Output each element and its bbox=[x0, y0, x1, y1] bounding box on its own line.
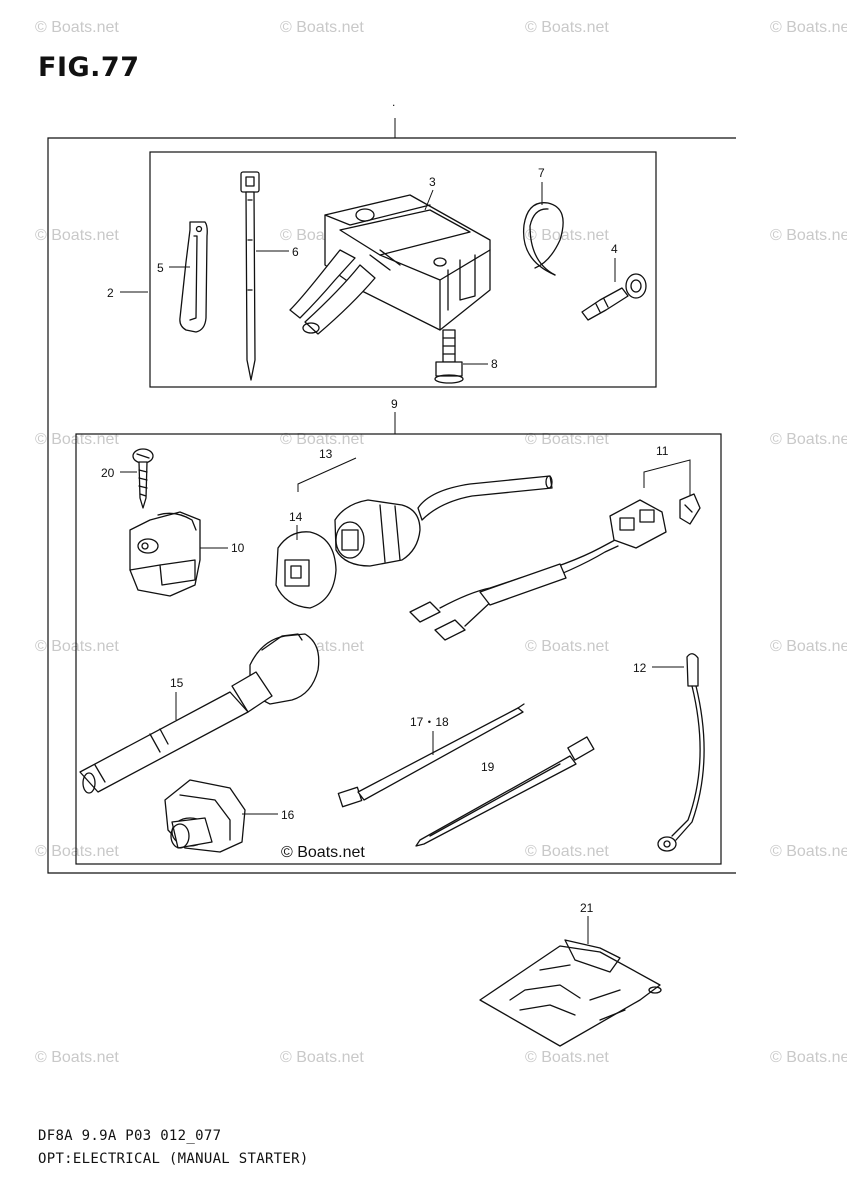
watermark: © Boats.net bbox=[280, 19, 364, 36]
part-label-14: 14 bbox=[289, 510, 303, 524]
watermark: © Boats.net bbox=[770, 638, 847, 655]
cable-tie-part-6 bbox=[240, 171, 260, 381]
cable-tie-part-17-18 bbox=[337, 703, 525, 808]
watermark: © Boats.net bbox=[35, 1049, 119, 1066]
part-label-2: 2 bbox=[107, 286, 114, 300]
watermark: © Boats.net bbox=[35, 638, 119, 655]
watermark-group: © Boats.net © Boats.net © Boats.net © Bo… bbox=[35, 19, 847, 1066]
watermark: © Boats.net bbox=[525, 1049, 609, 1066]
watermark: © Boats.net bbox=[525, 227, 609, 244]
watermark: © Boats.net bbox=[770, 227, 847, 244]
harness-part-11 bbox=[409, 493, 701, 641]
connector-part-14 bbox=[275, 531, 337, 609]
bag-part-21 bbox=[479, 939, 662, 1047]
watermark: © Boats.net bbox=[35, 431, 119, 448]
part-label-5: 5 bbox=[157, 261, 164, 275]
part-label-9: 9 bbox=[391, 397, 398, 411]
watermark: © Boats.net bbox=[770, 843, 847, 860]
part-label-4: 4 bbox=[611, 242, 618, 256]
terminal-part-4 bbox=[581, 273, 647, 321]
part-label-15: 15 bbox=[170, 676, 184, 690]
subassembly-box-upper bbox=[149, 151, 657, 388]
part-label-7: 7 bbox=[538, 166, 545, 180]
cable-tie-part-19 bbox=[415, 736, 595, 847]
figure-title: FIG.77 bbox=[38, 52, 140, 83]
leader-line bbox=[643, 459, 691, 496]
part-label-16: 16 bbox=[281, 808, 295, 822]
copyright-mark: © Boats.net bbox=[281, 844, 365, 861]
part-label-12: 12 bbox=[633, 661, 647, 675]
part-label-11: 11 bbox=[656, 444, 669, 458]
connector-part-13 bbox=[334, 475, 553, 567]
assembly-marker: . bbox=[392, 95, 395, 109]
watermark: © Boats.net bbox=[525, 19, 609, 36]
grommet-part-16 bbox=[164, 779, 246, 853]
leader-line bbox=[424, 189, 434, 211]
watermark: © Boats.net bbox=[35, 227, 119, 244]
watermark: © Boats.net bbox=[770, 431, 847, 448]
screw-part-20 bbox=[132, 448, 154, 509]
watermark: © Boats.net bbox=[35, 843, 119, 860]
footer-diagram-title: OPT:ELECTRICAL (MANUAL STARTER) bbox=[38, 1151, 309, 1167]
watermark: © Boats.net bbox=[280, 1049, 364, 1066]
watermark: © Boats.net bbox=[525, 638, 609, 655]
watermark: © Boats.net bbox=[280, 431, 364, 448]
bolt-part-8 bbox=[434, 329, 464, 384]
watermark: © Boats.net bbox=[525, 431, 609, 448]
clip-part-5 bbox=[179, 221, 208, 333]
assembly-frame bbox=[47, 137, 736, 874]
part-label-3: 3 bbox=[429, 175, 436, 189]
ground-lead-part-12 bbox=[657, 653, 705, 852]
clamp-part-10 bbox=[129, 511, 201, 597]
part-label-13: 13 bbox=[319, 447, 333, 461]
subassembly-box-lower bbox=[75, 433, 722, 865]
part-label-8: 8 bbox=[491, 357, 498, 371]
watermark: © Boats.net bbox=[525, 843, 609, 860]
watermark: © Boats.net bbox=[770, 19, 847, 36]
part-label-21: 21 bbox=[580, 901, 594, 915]
watermark: © Boats.net bbox=[35, 19, 119, 36]
part-label-10: 10 bbox=[231, 541, 245, 555]
part-label-17-18: 17・18 bbox=[410, 715, 449, 729]
part-label-6: 6 bbox=[292, 245, 299, 259]
boot-part-15 bbox=[79, 633, 320, 794]
rectifier-part-3 bbox=[289, 194, 491, 335]
part-label-19: 19 bbox=[481, 760, 495, 774]
part-label-20: 20 bbox=[101, 466, 115, 480]
leader-line bbox=[297, 457, 357, 492]
footer-diagram-code: DF8A 9.9A P03 012_077 bbox=[38, 1128, 222, 1144]
wire-clip-part-7 bbox=[522, 202, 564, 276]
watermark: © Boats.net bbox=[770, 1049, 847, 1066]
